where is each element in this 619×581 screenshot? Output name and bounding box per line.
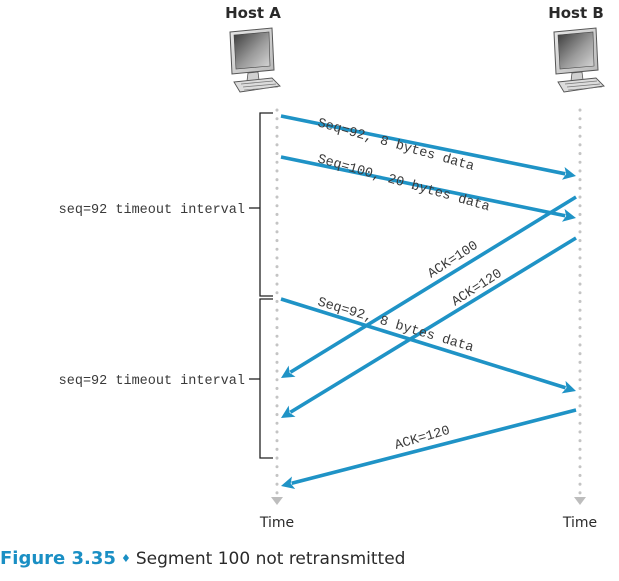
diamond-separator-icon: ♦: [120, 552, 131, 565]
caption-text: Segment 100 not retransmitted: [135, 549, 406, 569]
message-arrowhead-icon: [561, 209, 576, 222]
message-label: ACK=120: [450, 267, 506, 310]
message-arrow-line: [280, 297, 567, 390]
host-a-time-arrowhead-icon: [271, 497, 283, 505]
message-arrow-line: [280, 114, 566, 176]
message-arrowhead-icon: [281, 405, 296, 418]
timeout-interval-bracket-1: [249, 112, 273, 297]
message-arrow-line: [289, 236, 577, 414]
host-a-time-label: Time: [259, 515, 294, 531]
host-b-computer-icon: [553, 27, 605, 93]
timeout-interval-label-2: seq=92 timeout interval: [59, 374, 245, 389]
message-labels: Seq=92, 8 bytes data Seq=100, 20 bytes d…: [316, 116, 506, 453]
message-arrows: [280, 114, 577, 490]
message-arrow-line: [289, 195, 577, 374]
timeout-interval-bracket-2: [249, 298, 273, 459]
timeout-interval-label-1: seq=92 timeout interval: [59, 203, 245, 218]
figure-number: Figure 3.35: [0, 548, 116, 569]
host-b-time-arrowhead-icon: [574, 497, 586, 505]
message-arrowhead-icon: [281, 365, 296, 378]
host-b-time-label: Time: [562, 515, 597, 531]
host-a-label: Host A: [225, 4, 281, 22]
message-arrowhead-icon: [281, 476, 296, 490]
message-arrow-line: [280, 155, 566, 218]
host-a-computer-icon: [229, 27, 281, 93]
figure-caption: Figure 3.35 ♦ Segment 100 not retransmitte…: [0, 548, 405, 569]
message-arrow-line: [291, 408, 577, 485]
host-b-label: Host B: [548, 4, 604, 22]
message-arrowhead-icon: [561, 380, 576, 394]
message-arrowhead-icon: [561, 167, 576, 180]
